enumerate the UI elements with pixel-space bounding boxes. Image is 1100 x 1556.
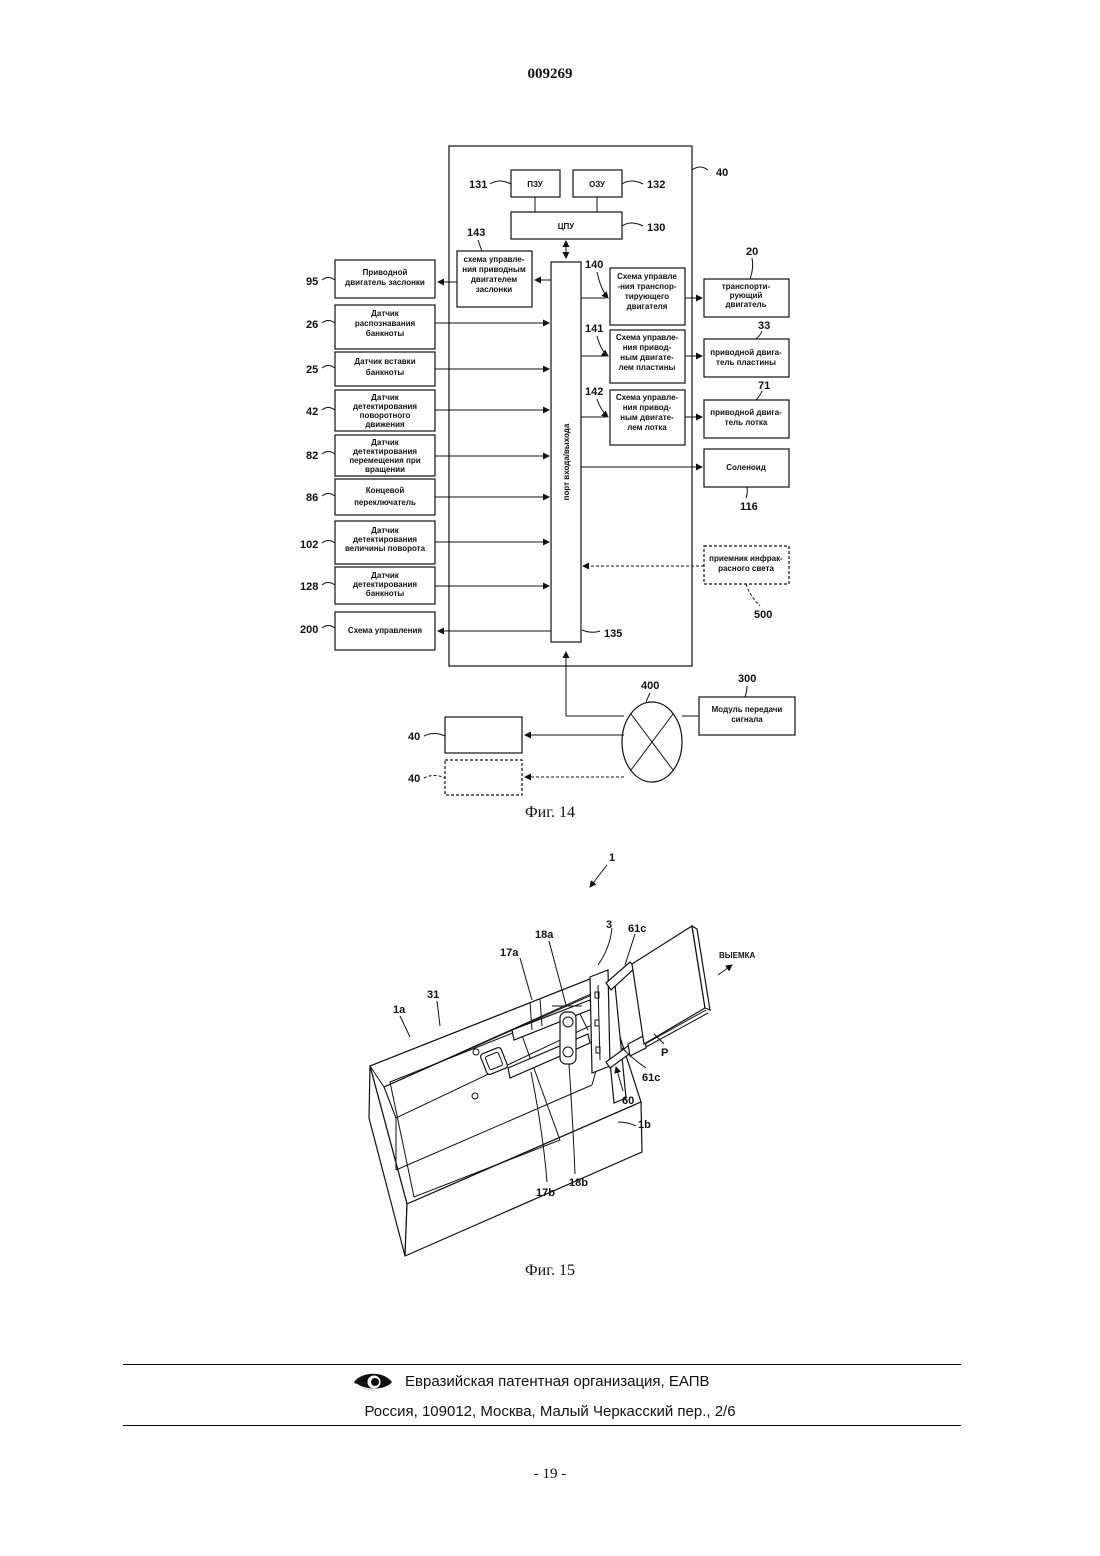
eapo-logo-icon	[352, 1370, 394, 1394]
svg-text:61c: 61c	[642, 1072, 660, 1084]
footer-organization: Евразийская патентная организация, ЕАПВ	[405, 1373, 710, 1390]
page-number: - 19 -	[0, 1466, 1100, 1483]
svg-text:18a: 18a	[535, 929, 554, 941]
svg-text:61c: 61c	[628, 923, 646, 935]
svg-text:17a: 17a	[500, 947, 519, 959]
svg-text:ВЫЕМКА: ВЫЕМКА	[719, 951, 755, 960]
svg-text:3: 3	[606, 919, 612, 931]
footer-rule-top	[123, 1364, 961, 1365]
footer-rule-bottom	[123, 1425, 961, 1426]
svg-text:17b: 17b	[536, 1187, 555, 1199]
banknote-stack	[632, 926, 710, 1047]
svg-text:1: 1	[609, 852, 615, 864]
svg-text:1b: 1b	[638, 1119, 651, 1131]
footer-address: Россия, 109012, Москва, Малый Черкасский…	[0, 1403, 1100, 1420]
svg-text:P: P	[661, 1047, 668, 1059]
fig15-caption: Фиг. 15	[0, 1262, 1100, 1280]
svg-text:60: 60	[622, 1095, 634, 1107]
svg-text:31: 31	[427, 989, 439, 1001]
svg-text:18b: 18b	[569, 1177, 588, 1189]
fig15-device-drawing: 1 1a 31 17a 18a 3 61c ВЫЕМКА P 61c 60 1b…	[0, 0, 1100, 1260]
svg-text:1a: 1a	[393, 1004, 406, 1016]
